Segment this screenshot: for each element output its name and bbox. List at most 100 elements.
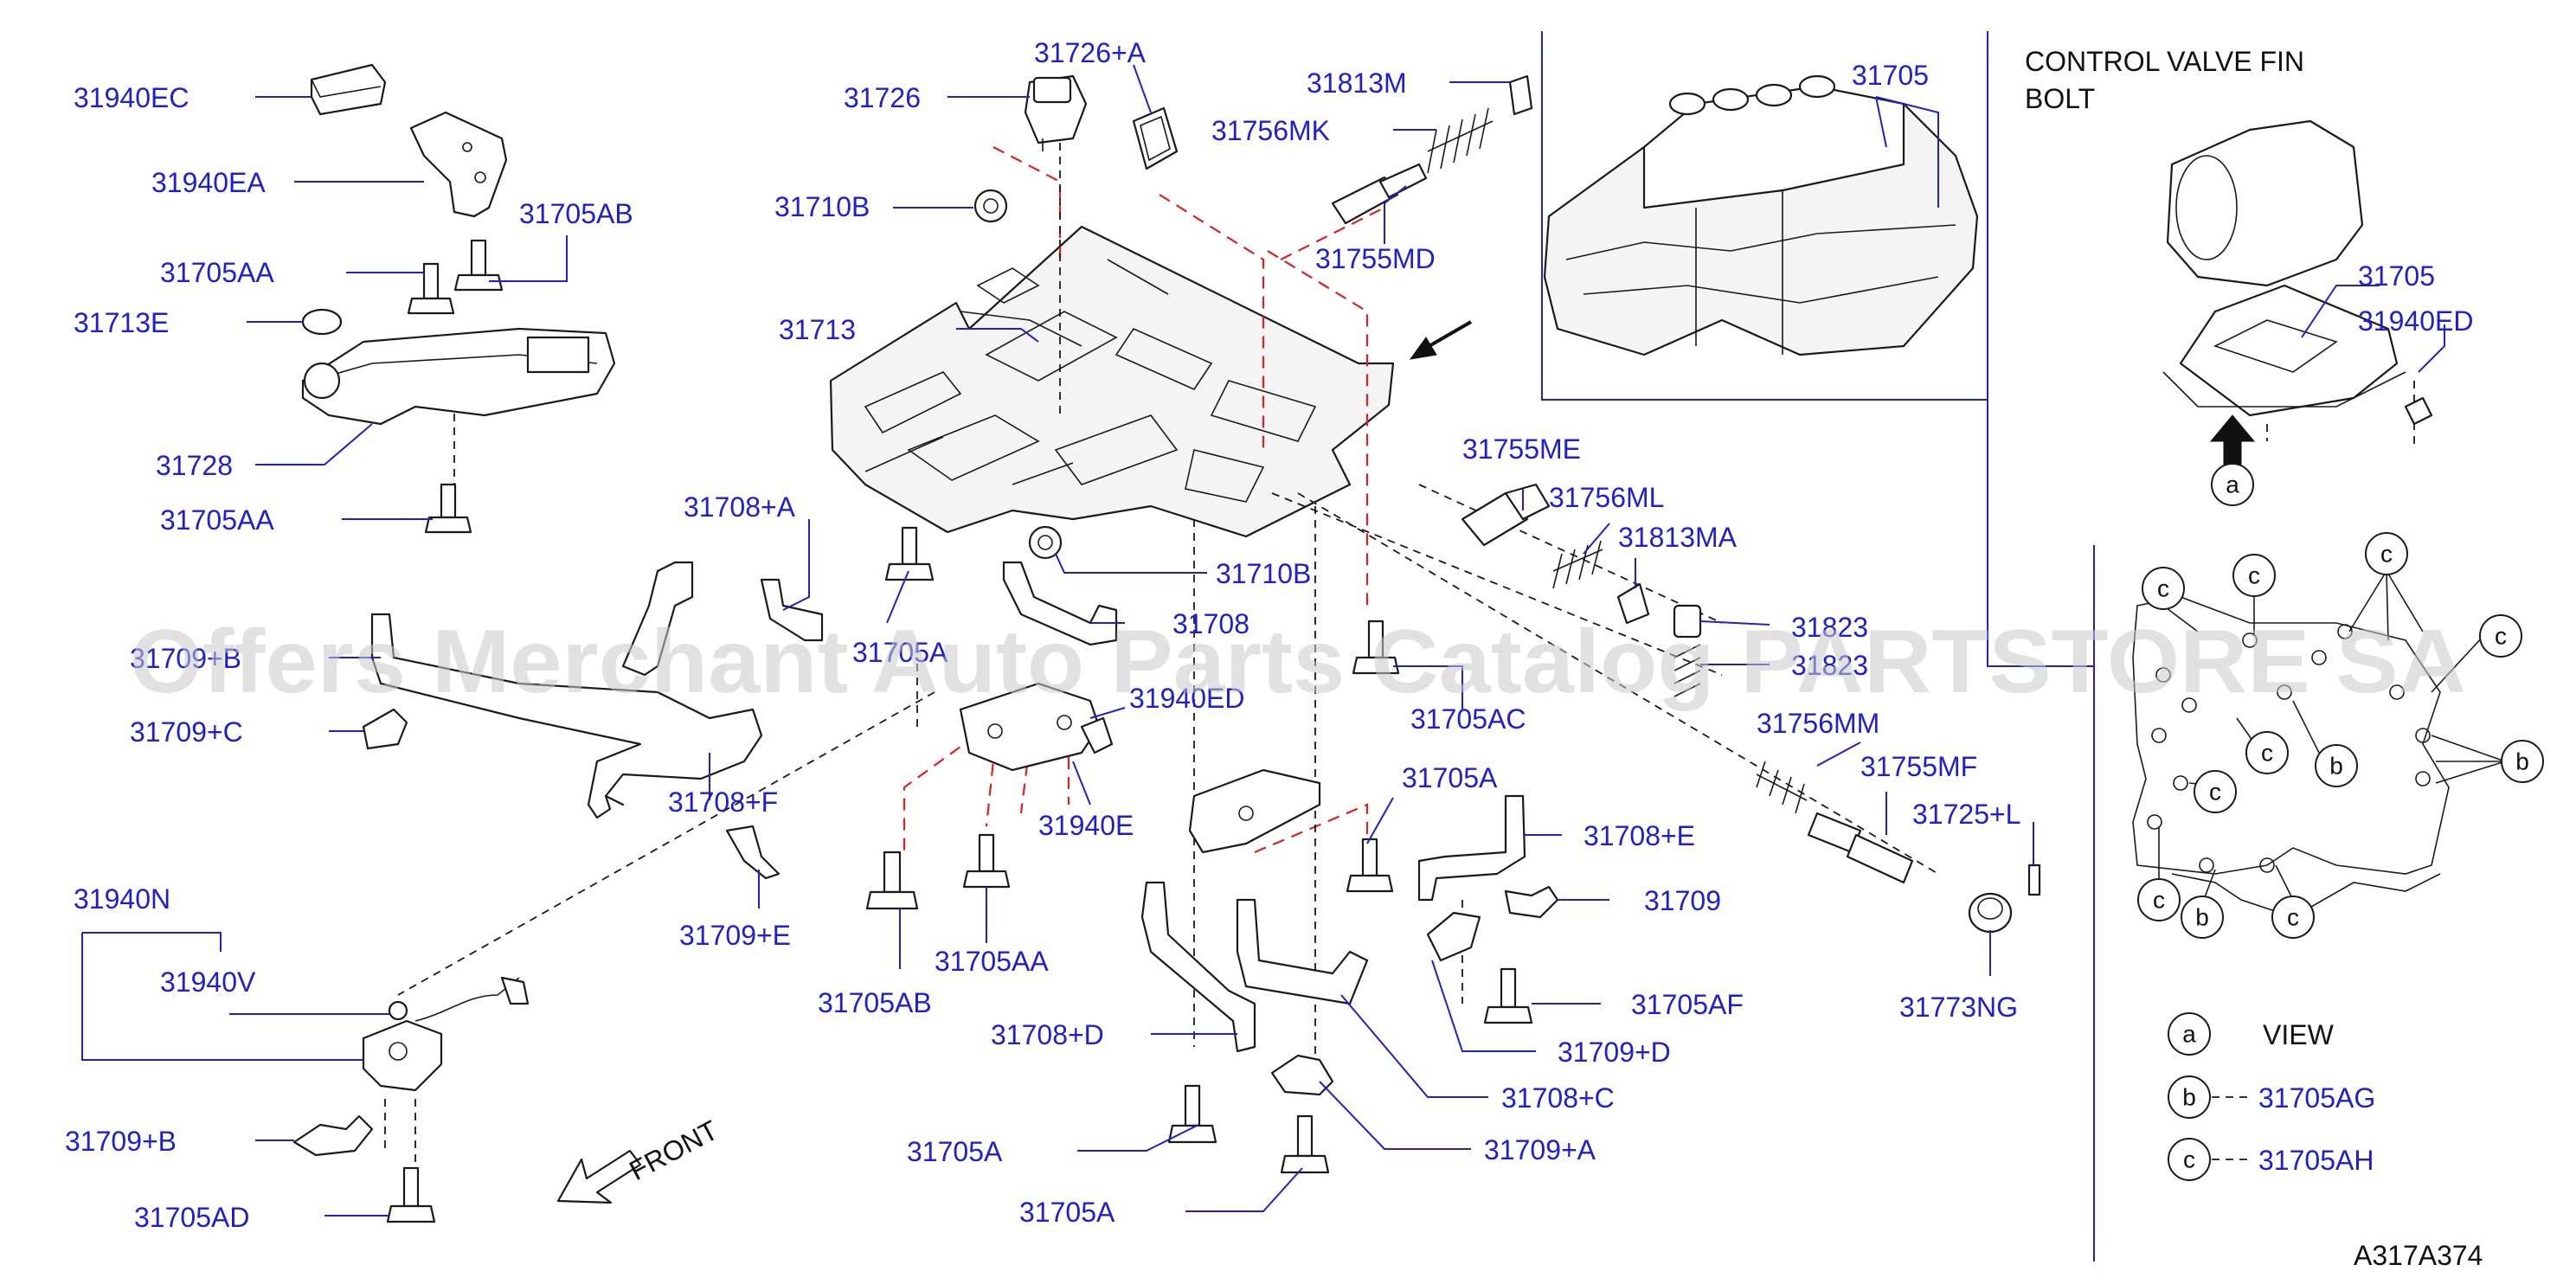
diagram-code: A317A374 xyxy=(2354,1240,2483,1271)
front-label: FRONT xyxy=(624,1114,723,1187)
label-31940EA: 31940EA xyxy=(151,167,266,198)
label-31709E: 31709+E xyxy=(679,920,791,951)
label-31705A: 31705A xyxy=(1402,762,1498,793)
bolt-31705AD xyxy=(386,1166,436,1223)
part-31813M-retainer xyxy=(1508,74,1533,116)
callout-a: a xyxy=(2226,472,2239,498)
label-31710B: 31710B xyxy=(774,191,870,222)
callout-c: c xyxy=(2209,779,2221,806)
valve-31755MF xyxy=(1807,812,1914,884)
bolt-31705AA-3 xyxy=(962,833,1011,889)
label-31709B: 31709+B xyxy=(130,643,241,674)
label-31708A: 31708+A xyxy=(684,491,796,523)
label-31728: 31728 xyxy=(156,450,233,481)
label-31756MK: 31756MK xyxy=(1211,115,1330,146)
label-31705AA: 31705AA xyxy=(160,504,274,536)
callout-c: c xyxy=(2287,904,2299,931)
pin-31725L xyxy=(2027,863,2041,896)
watermark: Offers Merchant Auto Parts Catalog PARTS… xyxy=(130,612,2466,712)
part-31813MA-retainer xyxy=(1616,582,1650,625)
part-31940N-sensor xyxy=(362,976,530,1092)
callout-c: c xyxy=(2380,541,2393,568)
part-31726A-gasket xyxy=(1132,106,1179,170)
label-31709B: 31709+B xyxy=(65,1126,177,1157)
label-31705-inset: 31705 xyxy=(2358,260,2435,292)
inset-title-line2: BOLT xyxy=(2025,83,2095,114)
legend-b-symbol: b xyxy=(2182,1084,2196,1111)
front-direction-arrow xyxy=(556,1149,642,1204)
label-31726: 31726 xyxy=(844,82,921,113)
label-31705AD: 31705AD xyxy=(134,1202,249,1233)
label-31773NG: 31773NG xyxy=(1899,992,2018,1023)
bolt-31705AB-2 xyxy=(865,851,919,910)
pipe-31708 xyxy=(1002,561,1118,646)
control-valve-assembly-inset xyxy=(1543,74,1979,356)
bolt-31705A-2 xyxy=(1346,838,1394,893)
legend-c-part: 31705AH xyxy=(2258,1145,2374,1176)
legend-b-part: 31705AG xyxy=(2258,1082,2375,1114)
label-31708D: 31708+D xyxy=(991,1019,1104,1050)
callout-b: b xyxy=(2515,748,2529,775)
label-31709: 31709 xyxy=(1644,885,1721,916)
bolt-31705AA-1 xyxy=(407,262,455,315)
part-31710B-nut-2 xyxy=(1028,525,1063,560)
pipe-31708A xyxy=(621,561,824,677)
label-31708F: 31708+F xyxy=(668,786,778,818)
legend-c-symbol: c xyxy=(2183,1146,2195,1173)
bolt-31705A-1 xyxy=(884,526,935,581)
label-31940ED-inset: 31940ED xyxy=(2358,305,2473,337)
pipe-31708C xyxy=(1236,898,1369,1005)
label-31755MF: 31755MF xyxy=(1860,751,1977,782)
label-31708C: 31708+C xyxy=(1501,1082,1615,1114)
transmission-case-inset xyxy=(2162,119,2433,468)
label-31725L: 31725+L xyxy=(1912,799,2020,830)
clip-31709C xyxy=(362,708,408,750)
bolt-31705AB-top xyxy=(453,239,504,292)
label-31709D: 31709+D xyxy=(1558,1037,1671,1068)
label-31709A: 31709+A xyxy=(1484,1134,1596,1165)
label-31756ML: 31756ML xyxy=(1549,482,1664,513)
pipe-31708F xyxy=(370,613,763,819)
valve-body-plate xyxy=(829,225,1395,538)
part-31940EC-clip xyxy=(310,63,387,116)
callout-c: c xyxy=(2261,740,2273,767)
direction-arrow xyxy=(1409,320,1472,360)
callout-b: b xyxy=(2329,753,2343,780)
part-31940EA-bracket xyxy=(409,111,508,218)
bolt-31705A-3 xyxy=(1167,1084,1217,1144)
label-31940EC: 31940EC xyxy=(74,82,189,113)
inset-title-line1: CONTROL VALVE FIN xyxy=(2025,46,2304,77)
label-31823: 31823 xyxy=(1791,612,1868,643)
clip-31709B-lower xyxy=(292,1114,374,1157)
bolt-31705A-4 xyxy=(1280,1114,1330,1174)
part-31728-strainer xyxy=(301,327,616,426)
pipe-31708D xyxy=(1140,881,1256,1053)
callout-c: c xyxy=(2495,623,2507,650)
label-31705AB: 31705AB xyxy=(818,987,932,1018)
label-31705A: 31705A xyxy=(852,637,948,668)
label-31705AF: 31705AF xyxy=(1631,989,1744,1020)
label-31713: 31713 xyxy=(779,314,856,345)
part-labels: 31940EC 31940EA 31705AB 31705AA 31713E 3… xyxy=(65,37,2483,1271)
label-31710B: 31710B xyxy=(1216,558,1311,589)
label-31705AA: 31705AA xyxy=(935,946,1049,977)
bolt-31705AA-2 xyxy=(424,483,472,534)
label-31709C: 31709+C xyxy=(130,716,243,748)
legend: a VIEW b 31705AG c 31705AH xyxy=(2168,1012,2375,1181)
label-31813MA: 31813MA xyxy=(1618,522,1738,553)
label-31940V: 31940V xyxy=(160,966,256,998)
callout-c: c xyxy=(2248,562,2260,589)
callout-circles: c c c c b b c c c b c a xyxy=(2137,463,2544,939)
legend-a-symbol: a xyxy=(2182,1021,2196,1048)
callout-c: c xyxy=(2157,575,2169,602)
legend-view-label: VIEW xyxy=(2263,1019,2335,1050)
label-31713E: 31713E xyxy=(74,307,169,338)
label-31705AB: 31705AB xyxy=(519,198,633,229)
clip-31709 xyxy=(1504,885,1559,919)
label-31813M: 31813M xyxy=(1307,67,1407,99)
bracket-31940E xyxy=(959,682,1114,772)
spring-31756ML xyxy=(1552,540,1603,589)
label-31756MM: 31756MM xyxy=(1757,708,1879,739)
callout-b: b xyxy=(2195,904,2209,931)
